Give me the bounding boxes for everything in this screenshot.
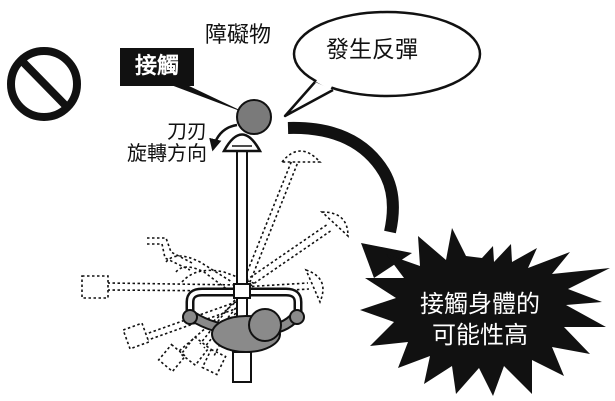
ghost-handlebar-3 <box>181 269 257 285</box>
ghost-handlebar-2 <box>165 255 233 291</box>
prohibited-icon <box>7 47 81 121</box>
blade-rotation-label: 刀刃 旋轉方向 <box>127 120 207 165</box>
rebound-label: 發生反彈 <box>326 37 418 63</box>
curved-arrow-icon <box>209 123 238 152</box>
large-curved-arrow-icon <box>287 121 412 278</box>
risk-label: 接觸身體的 可能性高 <box>395 289 565 350</box>
obstacle-ball <box>236 99 272 135</box>
ghost-shaft-3 <box>241 268 324 305</box>
ghost-lower-shafts <box>122 295 243 376</box>
risk-starburst <box>360 228 610 396</box>
risk-label-line1: 接觸身體的 <box>420 290 540 318</box>
ghost-shaft-1 <box>241 150 322 288</box>
blade-label-line2: 旋轉方向 <box>127 141 207 166</box>
operator <box>182 283 305 353</box>
blade-label-line1: 刀刃 <box>167 119 207 143</box>
ghost-shaft-2 <box>241 211 349 290</box>
contact-tag: 接觸 <box>120 48 194 86</box>
ghost-handlebar-1 <box>147 237 195 271</box>
speech-bubble <box>283 10 482 118</box>
contact-pointer <box>171 85 248 114</box>
obstacle-label: 障礙物 <box>205 23 272 48</box>
ghost-positions <box>81 150 349 376</box>
risk-label-line2: 可能性高 <box>432 320 528 349</box>
brushcutter <box>221 133 263 383</box>
